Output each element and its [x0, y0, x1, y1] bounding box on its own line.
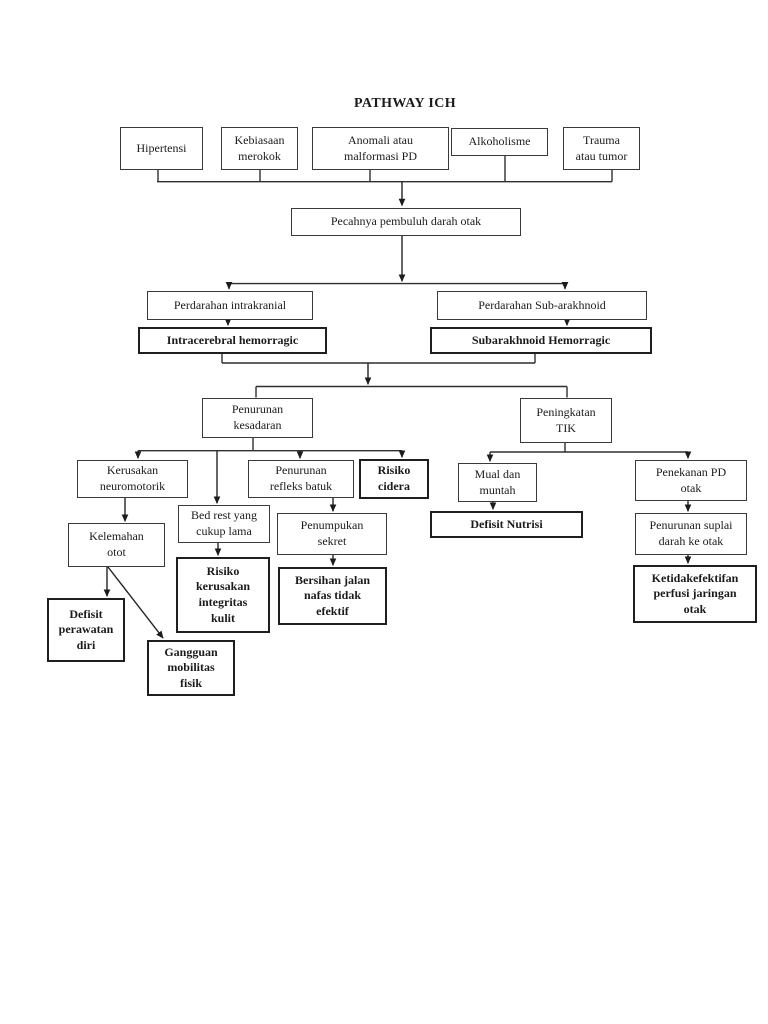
node-gangguan-mobilitas-fisik: Gangguan mobilitas fisik — [147, 640, 235, 696]
node-trauma-tumor: Trauma atau tumor — [563, 127, 640, 170]
node-ketidakefektifan-perfusi: Ketidakefektifan perfusi jaringan otak — [633, 565, 757, 623]
node-pecahnya-pembuluh: Pecahnya pembuluh darah otak — [291, 208, 521, 236]
node-alkoholisme: Alkoholisme — [451, 128, 548, 156]
node-penurunan-refleks-batuk: Penurunan refleks batuk — [248, 460, 354, 498]
node-peningkatan-tik: Peningkatan TIK — [520, 398, 612, 443]
node-penumpukan-sekret: Penumpukan sekret — [277, 513, 387, 555]
node-bersihan-jalan-nafas: Bersihan jalan nafas tidak efektif — [278, 567, 387, 625]
node-defisit-nutrisi: Defisit Nutrisi — [430, 511, 583, 538]
node-anomali-malformasi: Anomali atau malformasi PD — [312, 127, 449, 170]
node-penurunan-kesadaran: Penurunan kesadaran — [202, 398, 313, 438]
node-bed-rest: Bed rest yang cukup lama — [178, 505, 270, 543]
node-defisit-perawatan-diri: Defisit perawatan diri — [47, 598, 125, 662]
node-kebiasaan-merokok: Kebiasaan merokok — [221, 127, 298, 170]
node-subarakhnoid-hemorragic: Subarakhnoid Hemorragic — [430, 327, 652, 354]
node-perdarahan-intrakranial: Perdarahan intrakranial — [147, 291, 313, 320]
page-title: PATHWAY ICH — [353, 96, 457, 111]
node-penekanan-pd-otak: Penekanan PD otak — [635, 460, 747, 501]
node-risiko-kerusakan-integritas-kulit: Risiko kerusakan integritas kulit — [176, 557, 270, 633]
node-risiko-cidera: Risiko cidera — [359, 459, 429, 499]
node-mual-muntah: Mual dan muntah — [458, 463, 537, 502]
node-kerusakan-neuromotorik: Kerusakan neuromotorik — [77, 460, 188, 498]
node-intracerebral-hemorragic: Intracerebral hemorragic — [138, 327, 327, 354]
node-kelemahan-otot: Kelemahan otot — [68, 523, 165, 567]
node-perdarahan-subarakhnoid: Perdarahan Sub-arakhnoid — [437, 291, 647, 320]
node-penurunan-suplai: Penurunan suplai darah ke otak — [635, 513, 747, 555]
node-hipertensi: Hipertensi — [120, 127, 203, 170]
